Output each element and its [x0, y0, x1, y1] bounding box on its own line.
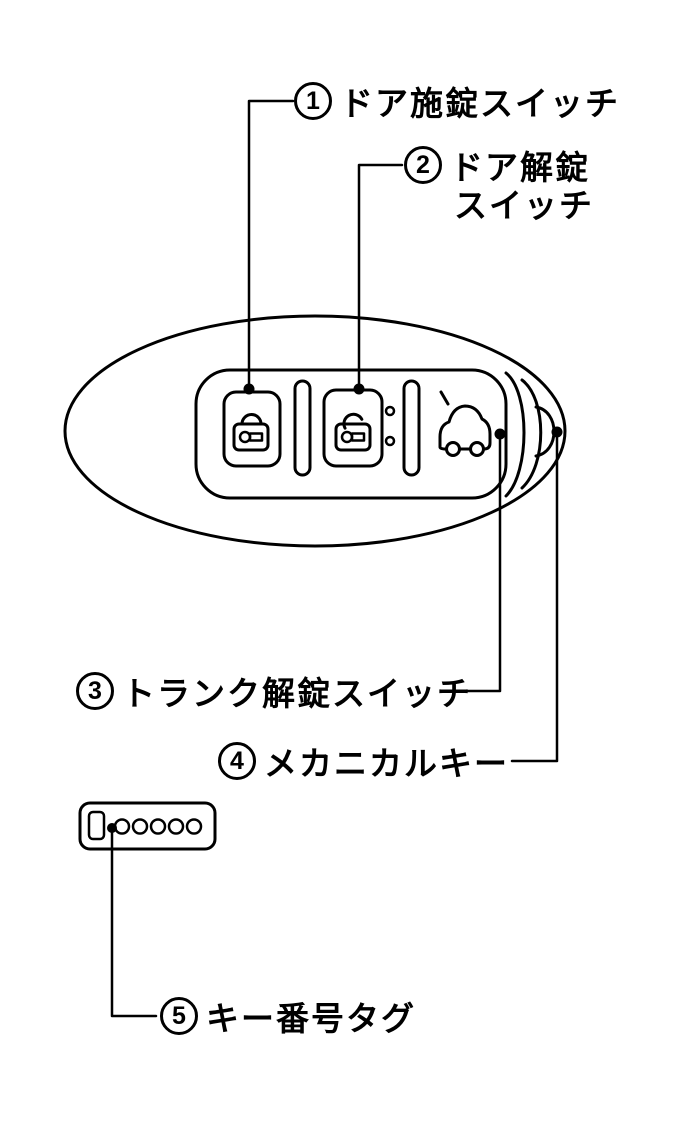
- leader-line-2: [357, 163, 404, 389]
- label-key-number-tag-text: キー番号タグ: [206, 1000, 416, 1037]
- tag-digit-circles: [113, 818, 203, 835]
- leader-line-3: [439, 436, 502, 693]
- label-door-unlock-line2: スイッチ: [454, 187, 594, 224]
- callout-dot-3: [494, 428, 506, 440]
- callout-number-2: 2: [404, 146, 442, 184]
- callout-number-4: 4: [218, 742, 256, 780]
- unlock-grip-dots: [384, 405, 396, 447]
- callout-dot-5: [107, 823, 117, 833]
- door-unlock-button: [322, 388, 396, 468]
- label-trunk-unlock-text: トランク解錠スイッチ: [122, 675, 472, 712]
- callout-number-1: 1: [294, 82, 332, 120]
- button-divider-2: [402, 379, 421, 477]
- leader-line-5: [110, 829, 158, 1018]
- callout-dot-1: [243, 383, 255, 395]
- car-trunk-icon: [438, 390, 492, 457]
- callout-number-5: 5: [160, 997, 198, 1035]
- button-divider-1: [293, 379, 312, 477]
- door-lock-button: [222, 390, 282, 468]
- label-door-unlock-line1: ドア解錠: [450, 149, 590, 186]
- leader-lines: [110, 99, 559, 1018]
- callout-dot-2: [353, 383, 365, 395]
- label-door-unlock-switch: 2 ドア解錠 スイッチ: [404, 146, 594, 224]
- label-mechanical-key: 4 メカニカルキー: [218, 742, 509, 782]
- label-mechanical-key-text: メカニカルキー: [264, 745, 509, 782]
- label-trunk-unlock-switch: 3 トランク解錠スイッチ: [76, 672, 472, 712]
- keyfob-outline: [63, 314, 567, 548]
- lock-icon: [232, 413, 270, 452]
- label-key-number-tag: 5 キー番号タグ: [160, 997, 416, 1037]
- leader-line-4: [510, 434, 559, 763]
- leader-line-1: [247, 99, 295, 389]
- unlock-icon: [334, 412, 372, 452]
- mechanical-key-lines: [504, 371, 556, 498]
- callout-number-3: 3: [76, 672, 114, 710]
- label-door-lock-text: ドア施錠スイッチ: [340, 85, 620, 122]
- key-number-tag-icon: [78, 801, 217, 851]
- trunk-unlock-button: [438, 390, 492, 457]
- callout-dots: [107, 383, 563, 833]
- callout-dot-4: [551, 426, 563, 438]
- label-door-lock-switch: 1 ドア施錠スイッチ: [294, 82, 620, 122]
